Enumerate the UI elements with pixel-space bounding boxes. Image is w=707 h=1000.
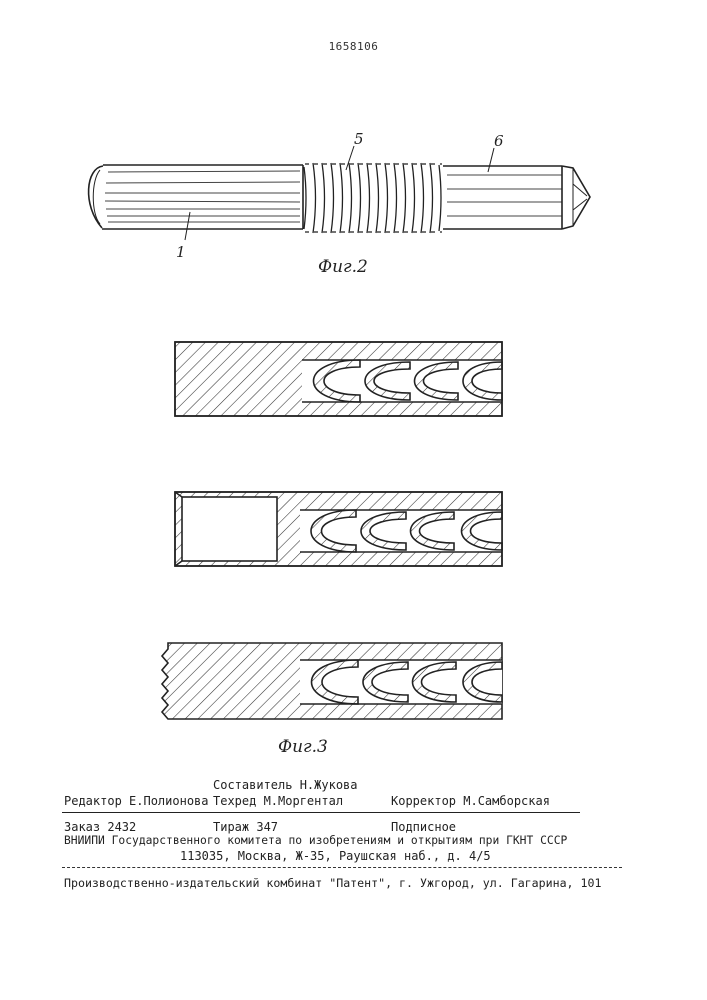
callout-1: 1 bbox=[176, 243, 186, 261]
section-view-a bbox=[175, 342, 502, 416]
figure-2-caption: Фиг.2 bbox=[318, 257, 368, 277]
figure-2-rod bbox=[89, 146, 590, 240]
figure-3-caption: Фиг.3 bbox=[278, 737, 328, 757]
callout-5: 5 bbox=[354, 130, 364, 148]
coil-section bbox=[304, 163, 442, 233]
section-view-b bbox=[175, 492, 502, 566]
callout-6: 6 bbox=[494, 132, 504, 150]
section-view-c bbox=[162, 643, 502, 719]
